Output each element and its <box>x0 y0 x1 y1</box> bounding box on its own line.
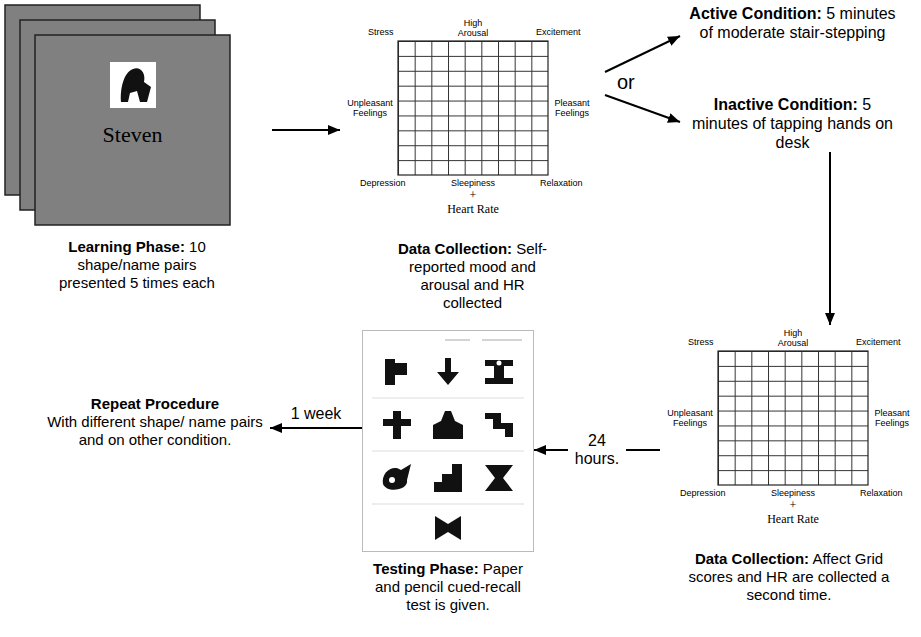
affect-grid-drawing <box>718 351 868 485</box>
caption: Testing Phase: Paper and pencil cued-rec… <box>362 560 534 614</box>
flow-arrow <box>605 95 680 122</box>
measure-label: + <box>753 498 833 512</box>
paper-sheet <box>363 331 534 552</box>
grid-label: Stress <box>688 337 714 347</box>
nonsense-shape <box>121 68 151 102</box>
grid-label: Sleepiness <box>763 488 823 498</box>
step-text: With different shape/ name pairs and on … <box>40 413 270 449</box>
grid-label: Stress <box>368 27 394 37</box>
condition-text: Inactive Condition: 5 minutes of tapping… <box>680 95 905 152</box>
flow-arrow <box>829 152 831 325</box>
slide-front <box>35 35 230 225</box>
measure-label: Heart Rate <box>753 512 833 526</box>
test-sheet-drawing <box>363 331 534 552</box>
test-shape <box>437 358 459 385</box>
row-rule <box>372 398 524 399</box>
grid-label: High Arousal <box>771 328 815 348</box>
caption-heading: Learning Phase: <box>68 238 185 255</box>
test-shape <box>383 464 411 490</box>
test-shape <box>433 411 463 439</box>
caption: Data Collection: Affect Grid scores and … <box>677 550 902 604</box>
caption-heading: Data Collection: <box>398 240 512 257</box>
test-shape <box>485 360 513 384</box>
test-shape <box>485 465 513 491</box>
caption-heading: Active Condition: <box>689 5 821 22</box>
grid-label: High Arousal <box>451 18 495 38</box>
grid-label: Relaxation <box>860 488 903 498</box>
caption: Learning Phase: 10 shape/name pairs pres… <box>42 238 232 292</box>
flow-arrow <box>272 129 340 131</box>
affect-grid: Stress High Arousal ExcitementUnpleasant F… <box>660 325 918 606</box>
grid-label: Pleasant Feelings <box>551 98 593 118</box>
condition-box: Inactive Condition: 5 minutes of tapping… <box>680 95 905 152</box>
test-shape <box>385 359 407 385</box>
slide-stack <box>5 5 230 225</box>
condition-text: Active Condition: 5 minutes of moderate … <box>680 4 905 42</box>
step-heading: Repeat Procedure <box>40 395 270 413</box>
test-shape <box>485 413 513 437</box>
grid-label: Excitement <box>536 27 581 37</box>
affect-grid-drawing <box>398 41 548 175</box>
interval-label: 24 hours. <box>568 432 626 468</box>
affect-grid: Stress High Arousal ExcitementUnpleasant F… <box>340 15 605 314</box>
test-shape <box>383 411 411 439</box>
test-shape <box>434 464 462 492</box>
row-rule <box>372 504 524 505</box>
flow-arrow <box>270 427 362 429</box>
grid-cells <box>398 41 548 175</box>
caption-heading: Inactive Condition: <box>714 96 858 113</box>
grid-label: Excitement <box>856 337 901 347</box>
header-mark <box>482 340 522 341</box>
grid-label: Depression <box>680 488 726 498</box>
flow-arrow <box>605 36 680 72</box>
slide-stack: StevenLearning Phase: 10 shape/name pair… <box>2 2 272 294</box>
shape-card <box>110 62 156 108</box>
measure-label: Heart Rate <box>433 202 513 216</box>
header-mark <box>445 340 470 341</box>
slide-name: Steven <box>35 122 230 148</box>
caption: Data Collection: Self-reported mood and … <box>395 240 550 312</box>
grid-label: Sleepiness <box>443 178 503 188</box>
grid-label: Unpleasant Feelings <box>664 408 716 428</box>
test-sheet: Testing Phase: Paper and pencil cued-rec… <box>362 330 534 616</box>
caption-heading: Data Collection: <box>695 550 809 567</box>
caption-heading: Testing Phase: <box>373 560 479 577</box>
grid-cells <box>718 351 868 485</box>
row-rule <box>372 451 524 452</box>
measure-label: + <box>433 188 513 202</box>
condition-box: Active Condition: 5 minutes of moderate … <box>680 4 905 42</box>
test-shape <box>435 516 461 540</box>
step-text: Repeat ProcedureWith different shape/ na… <box>40 395 270 449</box>
grid-label: Relaxation <box>540 178 583 188</box>
grid-label: Unpleasant Feelings <box>344 98 396 118</box>
grid-label: Depression <box>360 178 406 188</box>
choice-word: or <box>617 71 635 94</box>
grid-label: Pleasant Feelings <box>871 408 913 428</box>
interval-label: 1 week <box>289 405 344 423</box>
